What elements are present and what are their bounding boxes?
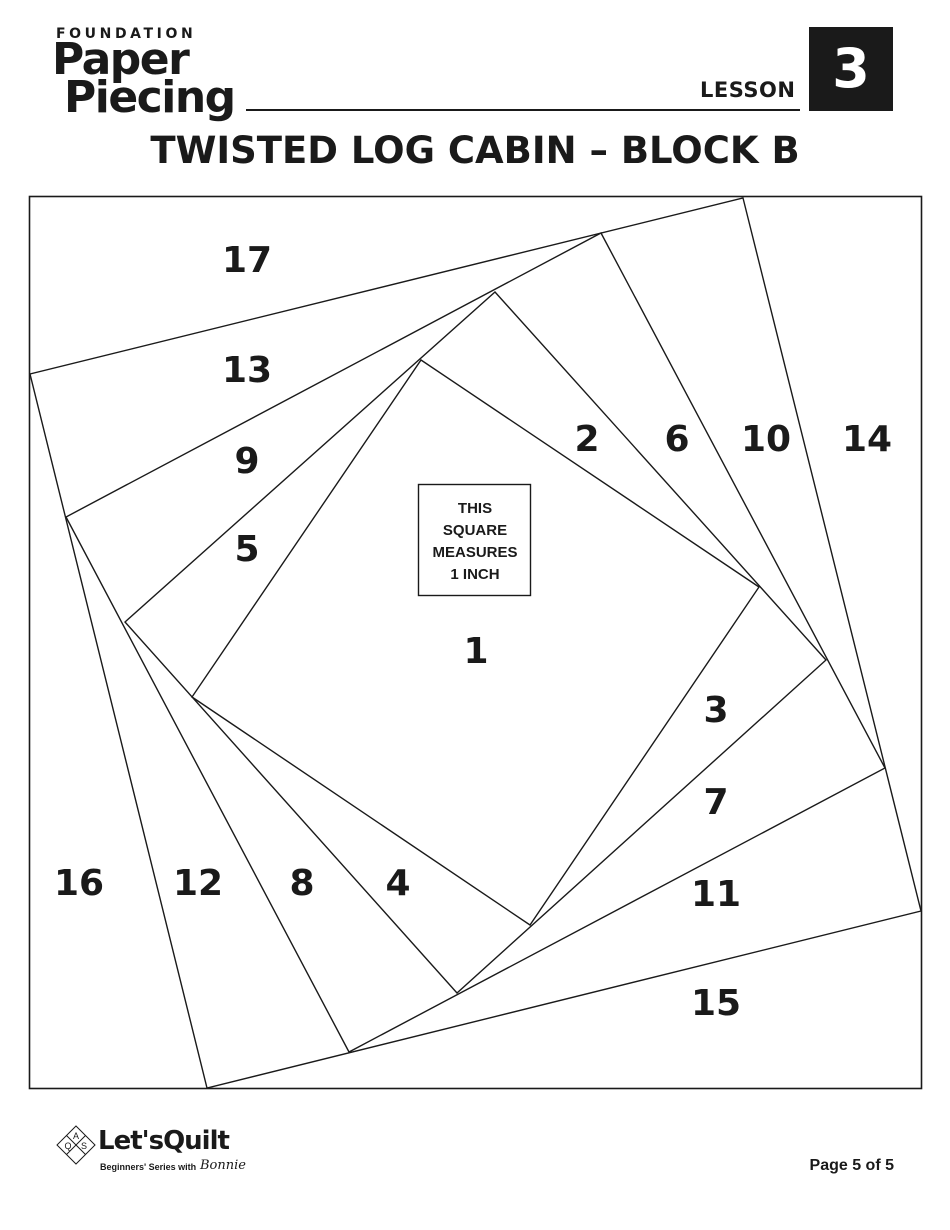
piece-number-7: 7 (703, 782, 728, 823)
page-title: TWISTED LOG CABIN – BLOCK B (150, 129, 800, 172)
round-2-outline (124, 291, 827, 994)
piece-number-12: 12 (173, 863, 223, 904)
logo-foundation-text: FOUNDATION (56, 26, 197, 42)
piece-number-5: 5 (234, 529, 259, 570)
logo-paper-text: Paper (52, 34, 190, 85)
aqs-letter-q: Q (64, 1141, 71, 1151)
piece-number-1: 1 (463, 631, 488, 672)
center-note-line-3: MEASURES (432, 544, 517, 561)
center-note-line-4: 1 INCH (450, 566, 499, 583)
center-note-line-1: THIS (458, 500, 492, 517)
piece-number-15: 15 (691, 983, 741, 1024)
piece-number-11: 11 (691, 874, 741, 915)
round-3-outline (65, 232, 886, 1053)
piece-number-3: 3 (703, 690, 728, 731)
page-number: Page 5 of 5 (809, 1157, 894, 1174)
aqs-letter-a: A (73, 1131, 79, 1141)
logo-piecing-text: Piecing (64, 72, 236, 123)
piece-number-9: 9 (234, 441, 259, 482)
piece-number-10: 10 (741, 419, 791, 460)
piece-number-4: 4 (385, 863, 410, 904)
piece-number-16: 16 (54, 863, 104, 904)
piece-number-17: 17 (222, 240, 272, 281)
header-divider (246, 109, 800, 111)
footer-brand: Let'sQuilt (98, 1126, 230, 1156)
piece-number-14: 14 (842, 419, 892, 460)
piece-number-6: 6 (664, 419, 689, 460)
center-note-line-2: SQUARE (443, 522, 507, 539)
aqs-diamond-logo-icon: A Q S (56, 1125, 96, 1165)
piece-number-13: 13 (222, 350, 272, 391)
footer-signature: Bonnie (200, 1158, 246, 1173)
round-1-outline (191, 359, 760, 926)
aqs-letter-s: S (81, 1141, 87, 1151)
piece-number-8: 8 (289, 863, 314, 904)
lesson-label: LESSON (700, 78, 796, 102)
piece-number-2: 2 (574, 419, 599, 460)
round-4-outline (29, 197, 922, 1089)
footer-subtitle: Beginners' Series with (100, 1162, 197, 1172)
center-measure-box (417, 483, 532, 597)
lesson-number-badge: 3 (809, 27, 893, 111)
block-outline (28, 195, 923, 1090)
